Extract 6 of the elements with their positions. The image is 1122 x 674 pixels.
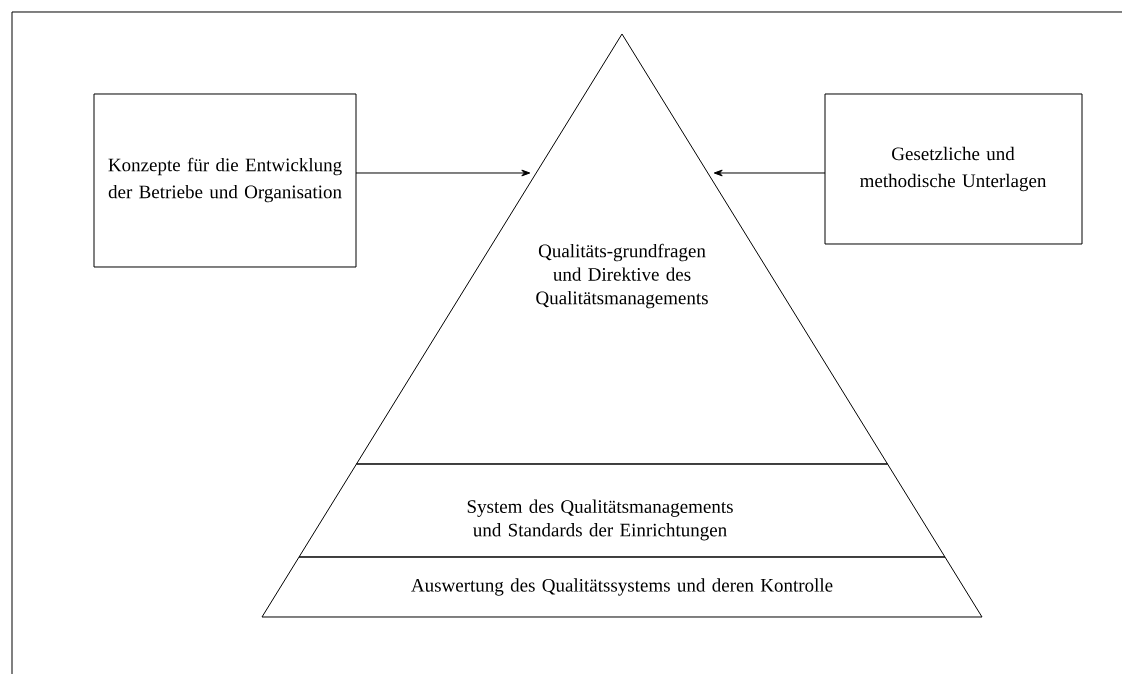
arrow <box>355 169 531 177</box>
arrow <box>713 169 826 177</box>
text-box: Konzepte für die Entwicklung der Betriebe und Organisation <box>93 93 357 268</box>
pyramid-section: Auswertung des Qualitätssystems und deren Kontrolle <box>261 556 983 618</box>
pyramid-section: System des Qualitätsmanagements und Standards der Einrichtungen <box>298 463 946 558</box>
text-box: Gesetzliche und methodische Unterlagen <box>824 93 1083 245</box>
